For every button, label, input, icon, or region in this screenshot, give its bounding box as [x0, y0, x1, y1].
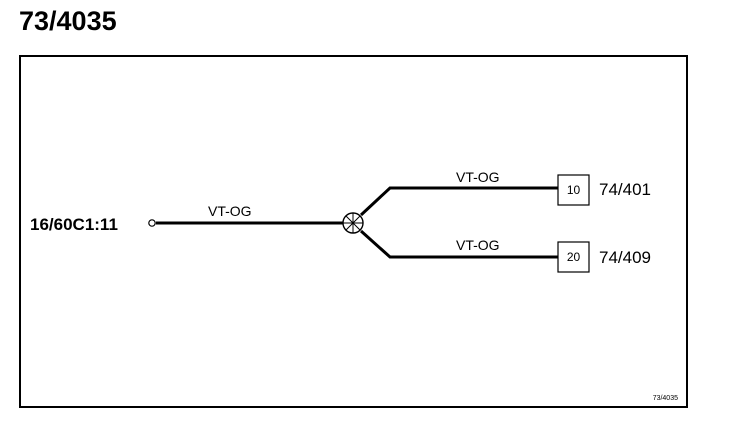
- pin-number-1: 10: [567, 183, 581, 197]
- branch-wire-2: [359, 229, 558, 259]
- branch-wire-1: [359, 186, 558, 217]
- source-label: 16/60C1:11: [30, 215, 118, 234]
- pin-box-1: [557, 174, 590, 206]
- source-terminal-icon: [148, 219, 156, 227]
- page-title: 73/4035: [19, 6, 117, 36]
- destination-label-1: 74/401: [599, 180, 651, 199]
- pin-number-2: 20: [567, 250, 581, 264]
- trunk-wire-label: VT-OG: [208, 203, 252, 219]
- footer-reference: 73/4035: [653, 395, 678, 402]
- pin-box-2: [557, 241, 590, 273]
- branch-2-wire-label: VT-OG: [456, 237, 500, 253]
- destination-label-2: 74/409: [599, 248, 651, 267]
- splice-icon: [342, 212, 364, 234]
- branch-1-wire-label: VT-OG: [456, 169, 500, 185]
